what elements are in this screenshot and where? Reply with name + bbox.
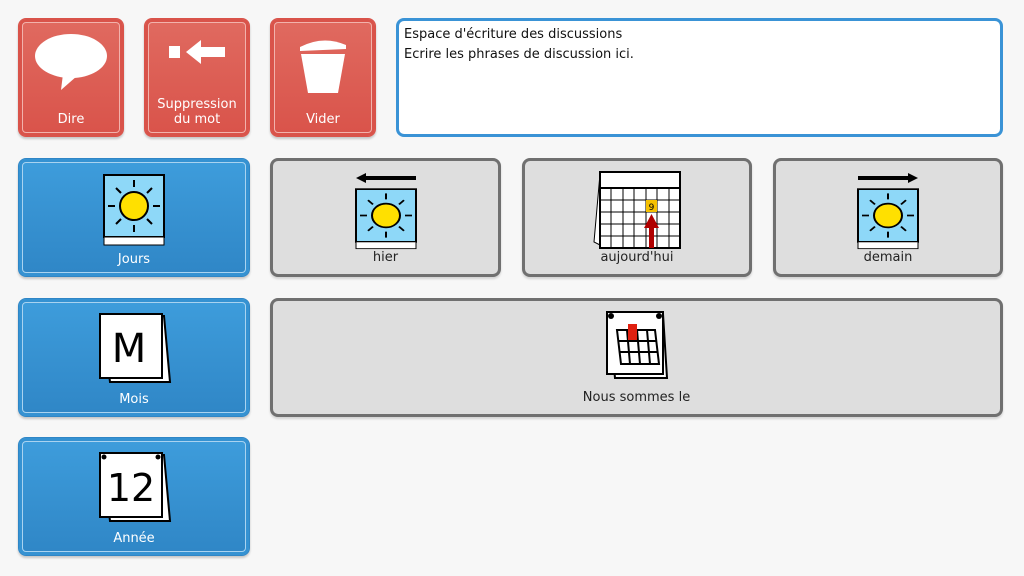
speech-title: Espace d'écriture des discussions [404, 27, 623, 42]
year-number: 12 [107, 466, 155, 510]
sun-icon [103, 173, 165, 246]
cell-today-is[interactable]: Nous sommes le [270, 298, 1003, 417]
category-months-label: Mois [119, 392, 149, 407]
month-calendar-icon: M [99, 312, 172, 383]
yesterday-label: hier [372, 250, 399, 265]
backspace-arrow-icon [169, 39, 225, 64]
delete-word-button[interactable]: Suppression du mot [144, 18, 250, 137]
category-days[interactable]: Jours [18, 158, 250, 277]
speech-text-area[interactable]: Espace d'écriture des discussions Ecrire… [396, 18, 1003, 137]
calendar-icon [605, 310, 668, 379]
say-button[interactable]: Dire [18, 18, 124, 137]
category-days-label: Jours [117, 252, 151, 267]
speech-bubble-icon [35, 33, 107, 90]
cell-today[interactable]: 9 aujourd'hui [522, 158, 752, 277]
cell-tomorrow[interactable]: demain [773, 158, 1003, 277]
cell-yesterday[interactable]: hier [270, 158, 501, 277]
today-label: aujourd'hui [600, 250, 674, 265]
speech-placeholder: Ecrire les phrases de discussion ici. [404, 47, 634, 62]
category-months[interactable]: M Mois [18, 298, 250, 417]
year-calendar-icon: 12 [99, 451, 172, 522]
tomorrow-label: demain [863, 250, 913, 265]
calendar-today-icon: 9 [593, 170, 681, 249]
tomorrow-sun-arrow-icon [857, 172, 919, 250]
yesterday-sun-arrow-icon [354, 172, 417, 250]
clear-label: Vider [306, 112, 340, 127]
clear-button[interactable]: Vider [270, 18, 376, 137]
today-is-label: Nous sommes le [582, 390, 691, 405]
say-label: Dire [57, 112, 85, 127]
today-date: 9 [649, 203, 655, 213]
delete-word-label: Suppression du mot [157, 97, 237, 127]
month-letter: M [112, 326, 147, 372]
category-years-label: Année [113, 531, 155, 546]
category-years[interactable]: 12 Année [18, 437, 250, 556]
trash-icon [300, 39, 346, 93]
